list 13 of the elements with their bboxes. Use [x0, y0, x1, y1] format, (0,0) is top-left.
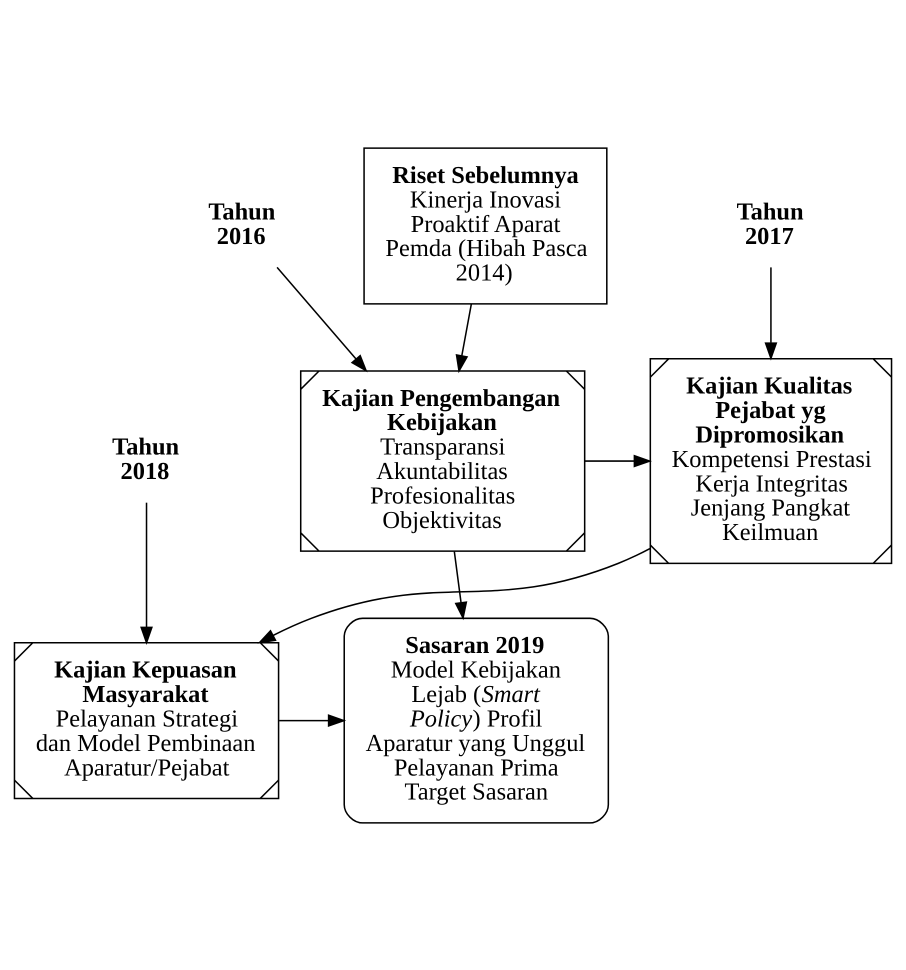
arrow — [140, 502, 153, 644]
arrow — [454, 551, 468, 620]
node-text: Tahun 2016 — [208, 198, 276, 250]
node-text: Tahun 2017 — [736, 198, 804, 250]
arrow — [257, 547, 650, 644]
arrow — [456, 303, 472, 373]
arrow — [585, 454, 652, 467]
arrow — [764, 266, 778, 360]
node-box: Sasaran 2019 Model Kebijakan Lejab (Smart Policy) Profil Aparatur yang Unggul Pelayanan Prima Target Sasaran — [343, 617, 610, 824]
node-box: Riset Sebelumnya Kinerja Inovasi Proaktif Aparat Pemda (Hibah Pasca 2014) — [363, 146, 608, 304]
arrow — [279, 714, 346, 727]
node-text: Tahun 2018 — [112, 433, 180, 485]
arrow — [276, 266, 368, 372]
